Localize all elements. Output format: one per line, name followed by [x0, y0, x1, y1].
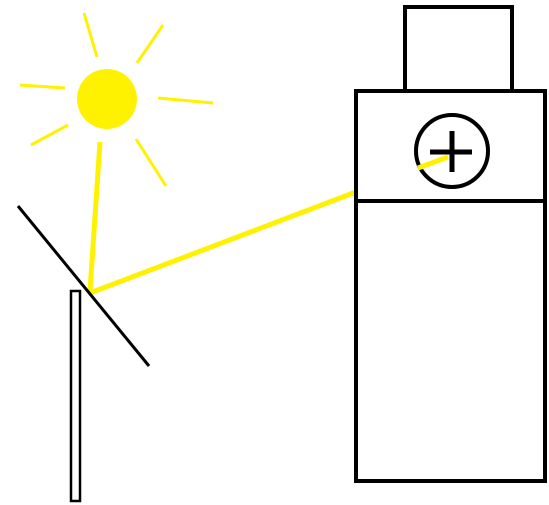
mirror: [16, 205, 151, 367]
tower-cap: [403, 5, 514, 93]
incident-light-ray: [87, 141, 103, 292]
plus-icon: [414, 113, 490, 189]
mirror-post: [69, 289, 82, 503]
sun-ray: [134, 138, 168, 187]
sun-ray: [135, 24, 165, 64]
sun-ray: [30, 123, 69, 147]
reflected-light-ray-end: [417, 154, 449, 171]
sun-ray: [19, 83, 66, 90]
sun-ray: [157, 96, 214, 105]
sun-rays: [19, 12, 214, 187]
sun-icon: [77, 69, 137, 129]
tower-body: [354, 199, 547, 483]
sun-ray: [82, 12, 99, 58]
